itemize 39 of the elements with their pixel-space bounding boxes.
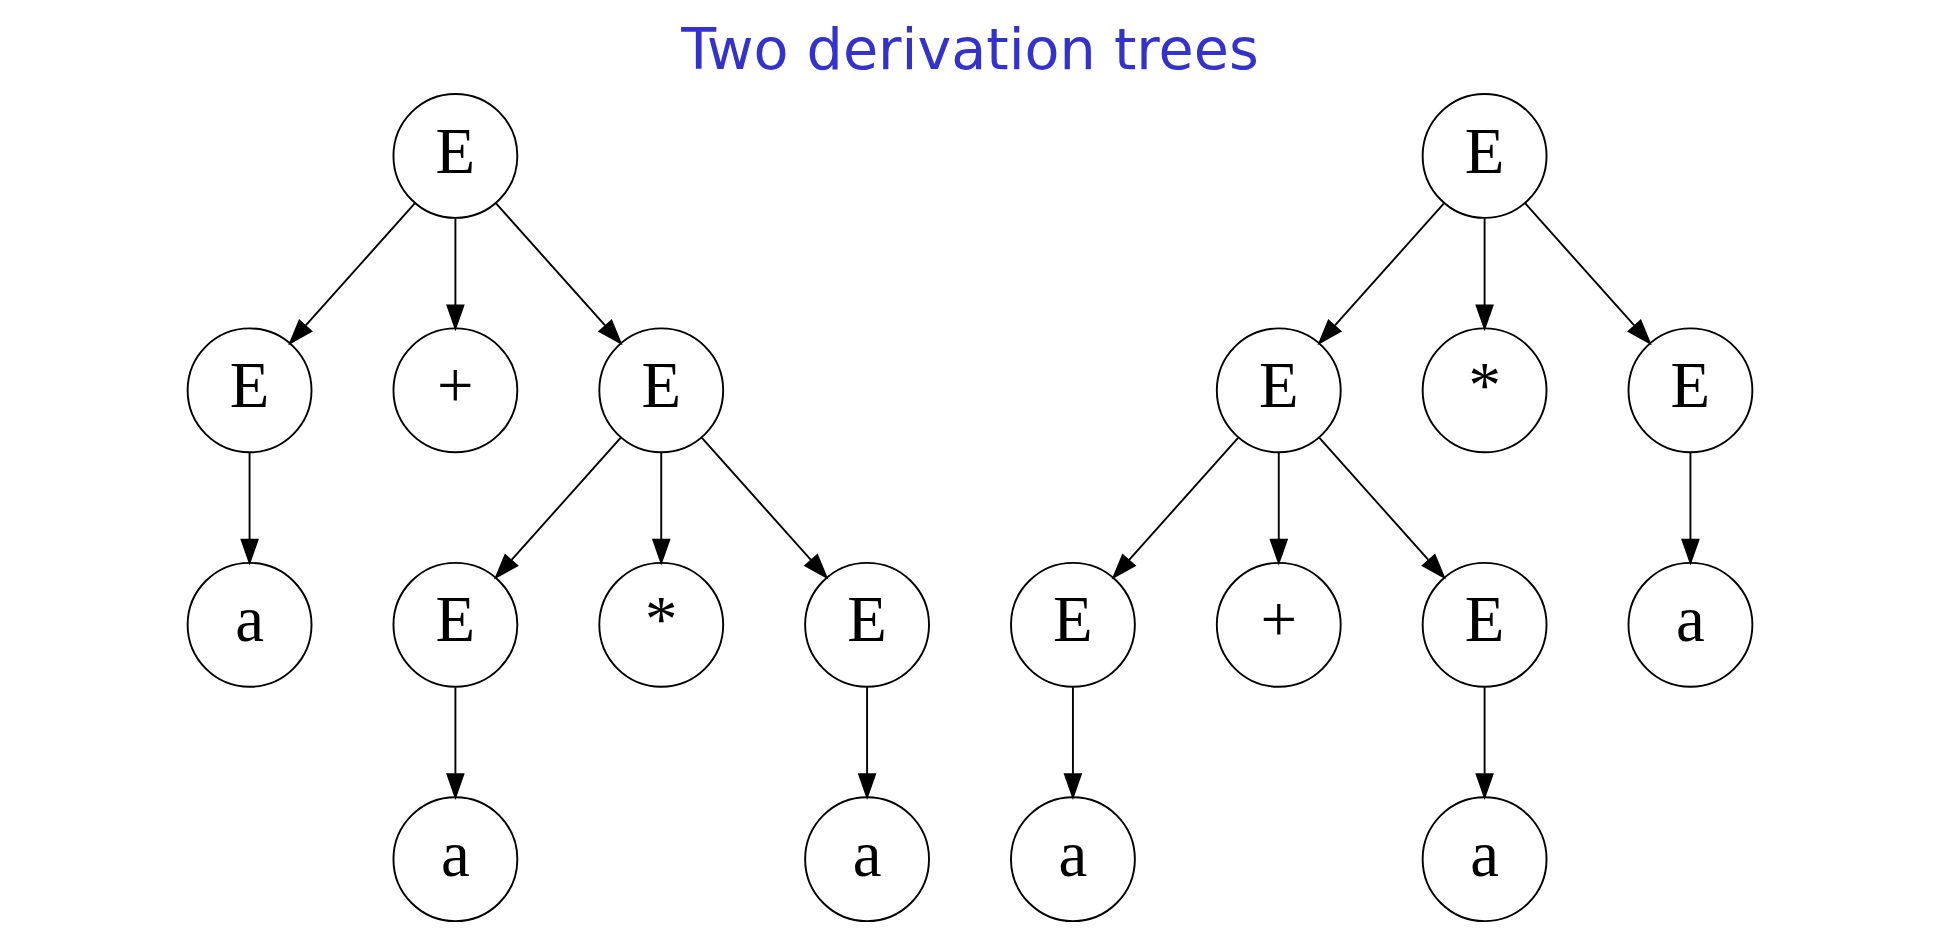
arrow: [1474, 217, 1494, 332]
node-circle: a: [186, 561, 312, 688]
arrow: [239, 451, 259, 566]
node-circle: E: [1421, 93, 1547, 219]
arrow: [1317, 436, 1446, 580]
arrow: [1063, 686, 1082, 800]
node-circle: a: [1421, 796, 1547, 923]
arrow: [493, 436, 622, 580]
diagram-title: Two derivation trees: [680, 16, 1259, 83]
arrow: [494, 202, 623, 346]
node-circle: +: [392, 327, 518, 454]
arrow: [445, 217, 465, 332]
arrow: [1316, 202, 1445, 346]
arrow: [1111, 436, 1239, 580]
node-circle: a: [392, 796, 518, 923]
node-circle: a: [1627, 561, 1753, 688]
arrow: [857, 686, 876, 800]
arrow: [651, 451, 671, 566]
node-circle: E: [1627, 327, 1753, 454]
node-circle: E: [186, 327, 312, 454]
node-circle: E: [803, 561, 930, 688]
arrow: [445, 686, 465, 800]
node-circle: E: [1421, 561, 1547, 688]
node-circle: E: [1009, 561, 1136, 688]
arrow: [1268, 451, 1288, 566]
arrow: [1474, 686, 1494, 800]
node-circle: *: [597, 561, 724, 688]
arrow: [1523, 202, 1652, 346]
node-circle: E: [597, 327, 724, 454]
node-circle: a: [1009, 796, 1136, 923]
node-circle: *: [1421, 327, 1547, 454]
node-circle: +: [1215, 561, 1342, 688]
node-circle: E: [1215, 327, 1342, 454]
node-circle: E: [392, 561, 518, 688]
arrow: [287, 202, 416, 346]
arrow: [1680, 451, 1700, 566]
arrow: [700, 436, 828, 580]
node-circle: a: [803, 796, 930, 923]
node-circle: E: [392, 93, 518, 219]
